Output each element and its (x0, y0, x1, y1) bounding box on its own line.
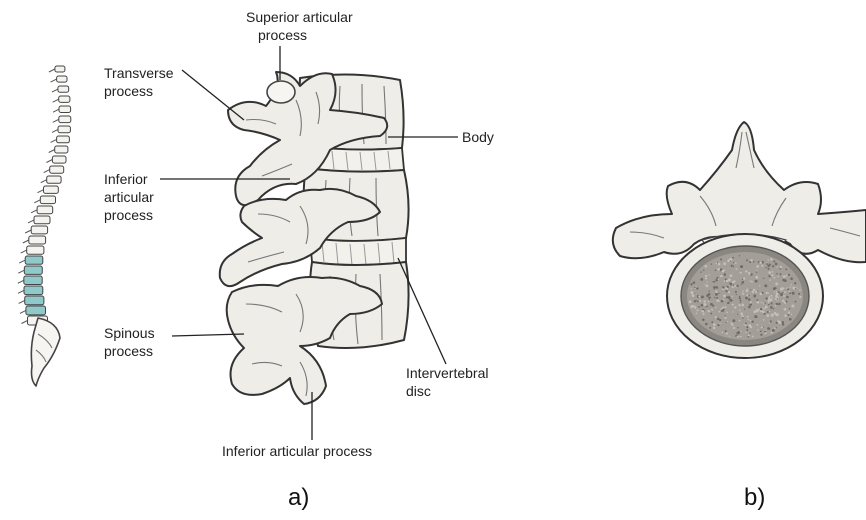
label-inferior-articular-1: Inferior (104, 171, 148, 187)
label-inferior-articular-2: articular (104, 189, 154, 205)
label-inferior-articular-3: process (104, 207, 153, 223)
label-transverse-2: process (104, 83, 153, 99)
label-spinous-2: process (104, 343, 153, 359)
label-body: Body (462, 129, 494, 145)
label-inferior-articular-bottom: Inferior articular process (222, 443, 372, 459)
label-spinous-1: Spinous (104, 325, 155, 341)
label-superior-articular-2: process (258, 27, 307, 43)
label-transverse-1: Transverse (104, 65, 174, 81)
label-intervertebral-2: disc (406, 383, 431, 399)
spine-thumbnail (18, 66, 71, 386)
panel-a-caption: a) (288, 484, 309, 511)
label-superior-articular-1: Superior articular (246, 9, 353, 25)
label-intervertebral-1: Intervertebral (406, 365, 488, 381)
panel-b-caption: b) (744, 484, 765, 511)
vertebra-superior-view (613, 122, 866, 358)
lumbar-vertebrae-lateral (220, 72, 409, 404)
